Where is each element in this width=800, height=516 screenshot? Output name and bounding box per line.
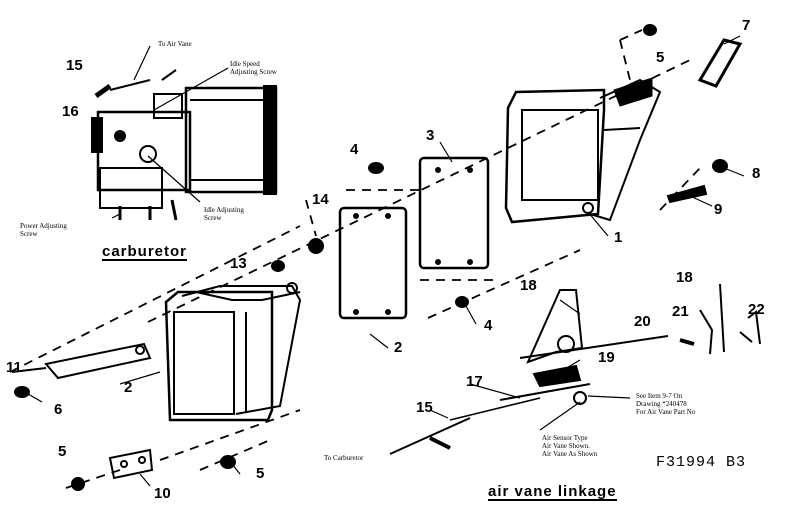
note-air-sensor: Air Sensor Type Air Vane Shown. Air Vane… (542, 434, 598, 459)
callout-18b: 18 (676, 269, 693, 286)
callout-6: 6 (54, 401, 63, 418)
callout-14: 14 (312, 191, 329, 208)
alignment-lines (9, 29, 701, 489)
callout-9: 9 (714, 201, 723, 218)
callout-16: 16 (62, 103, 79, 120)
note-to-carburetor: To Carburetor (324, 454, 364, 462)
callout-3: 3 (426, 127, 435, 144)
carburetor-assembly (91, 69, 278, 221)
callout-17: 17 (466, 373, 483, 390)
note-idle-speed: Idle Speed Adjusting Screw (230, 60, 277, 77)
callout-4: 4 (350, 141, 359, 158)
callout-8: 8 (752, 165, 761, 182)
link-10 (108, 448, 154, 480)
callout-2b: 2 (124, 379, 133, 396)
link-7 (697, 38, 743, 88)
title-carburetor: carburetor (102, 243, 188, 261)
callout-15: 15 (66, 57, 83, 74)
callout-5: 5 (656, 49, 665, 66)
lever-11 (11, 342, 152, 380)
callout-19: 19 (598, 349, 615, 366)
callout-20: 20 (634, 313, 651, 330)
callout-5b: 5 (58, 443, 67, 460)
callout-5c: 5 (256, 465, 265, 482)
callout-11: 11 (6, 359, 22, 376)
linkage-assembly (389, 283, 761, 455)
gasket-3 (418, 156, 490, 270)
callout-1: 1 (614, 229, 623, 246)
note-to-air-vane: To Air Vane (158, 40, 192, 48)
gasket-2 (338, 206, 408, 320)
note-idle-adjusting: Idle Adjusting Screw (204, 206, 244, 223)
callout-21: 21 (672, 303, 689, 320)
air-vane-housing-upper (504, 77, 662, 224)
title-air-vane-linkage: air vane linkage (488, 483, 617, 501)
small-parts (14, 24, 728, 491)
callout-15b: 15 (416, 399, 433, 416)
callout-22: 22 (748, 301, 765, 318)
callout-2: 2 (394, 339, 403, 356)
callout-7: 7 (742, 17, 751, 34)
callout-18: 18 (520, 277, 537, 294)
carburetor-leaders (111, 45, 229, 219)
callout-leaders (27, 35, 745, 487)
note-power-adjusting: Power Adjusting Screw (20, 222, 67, 239)
part-code: F31994 B3 (656, 454, 747, 471)
callout-10: 10 (154, 485, 171, 502)
callout-4b: 4 (484, 317, 493, 334)
air-vane-housing-lower (164, 282, 302, 422)
note-see-item: See Item 9-7 On Drawing *240478 For Air … (636, 392, 696, 417)
callout-13: 13 (230, 255, 247, 272)
